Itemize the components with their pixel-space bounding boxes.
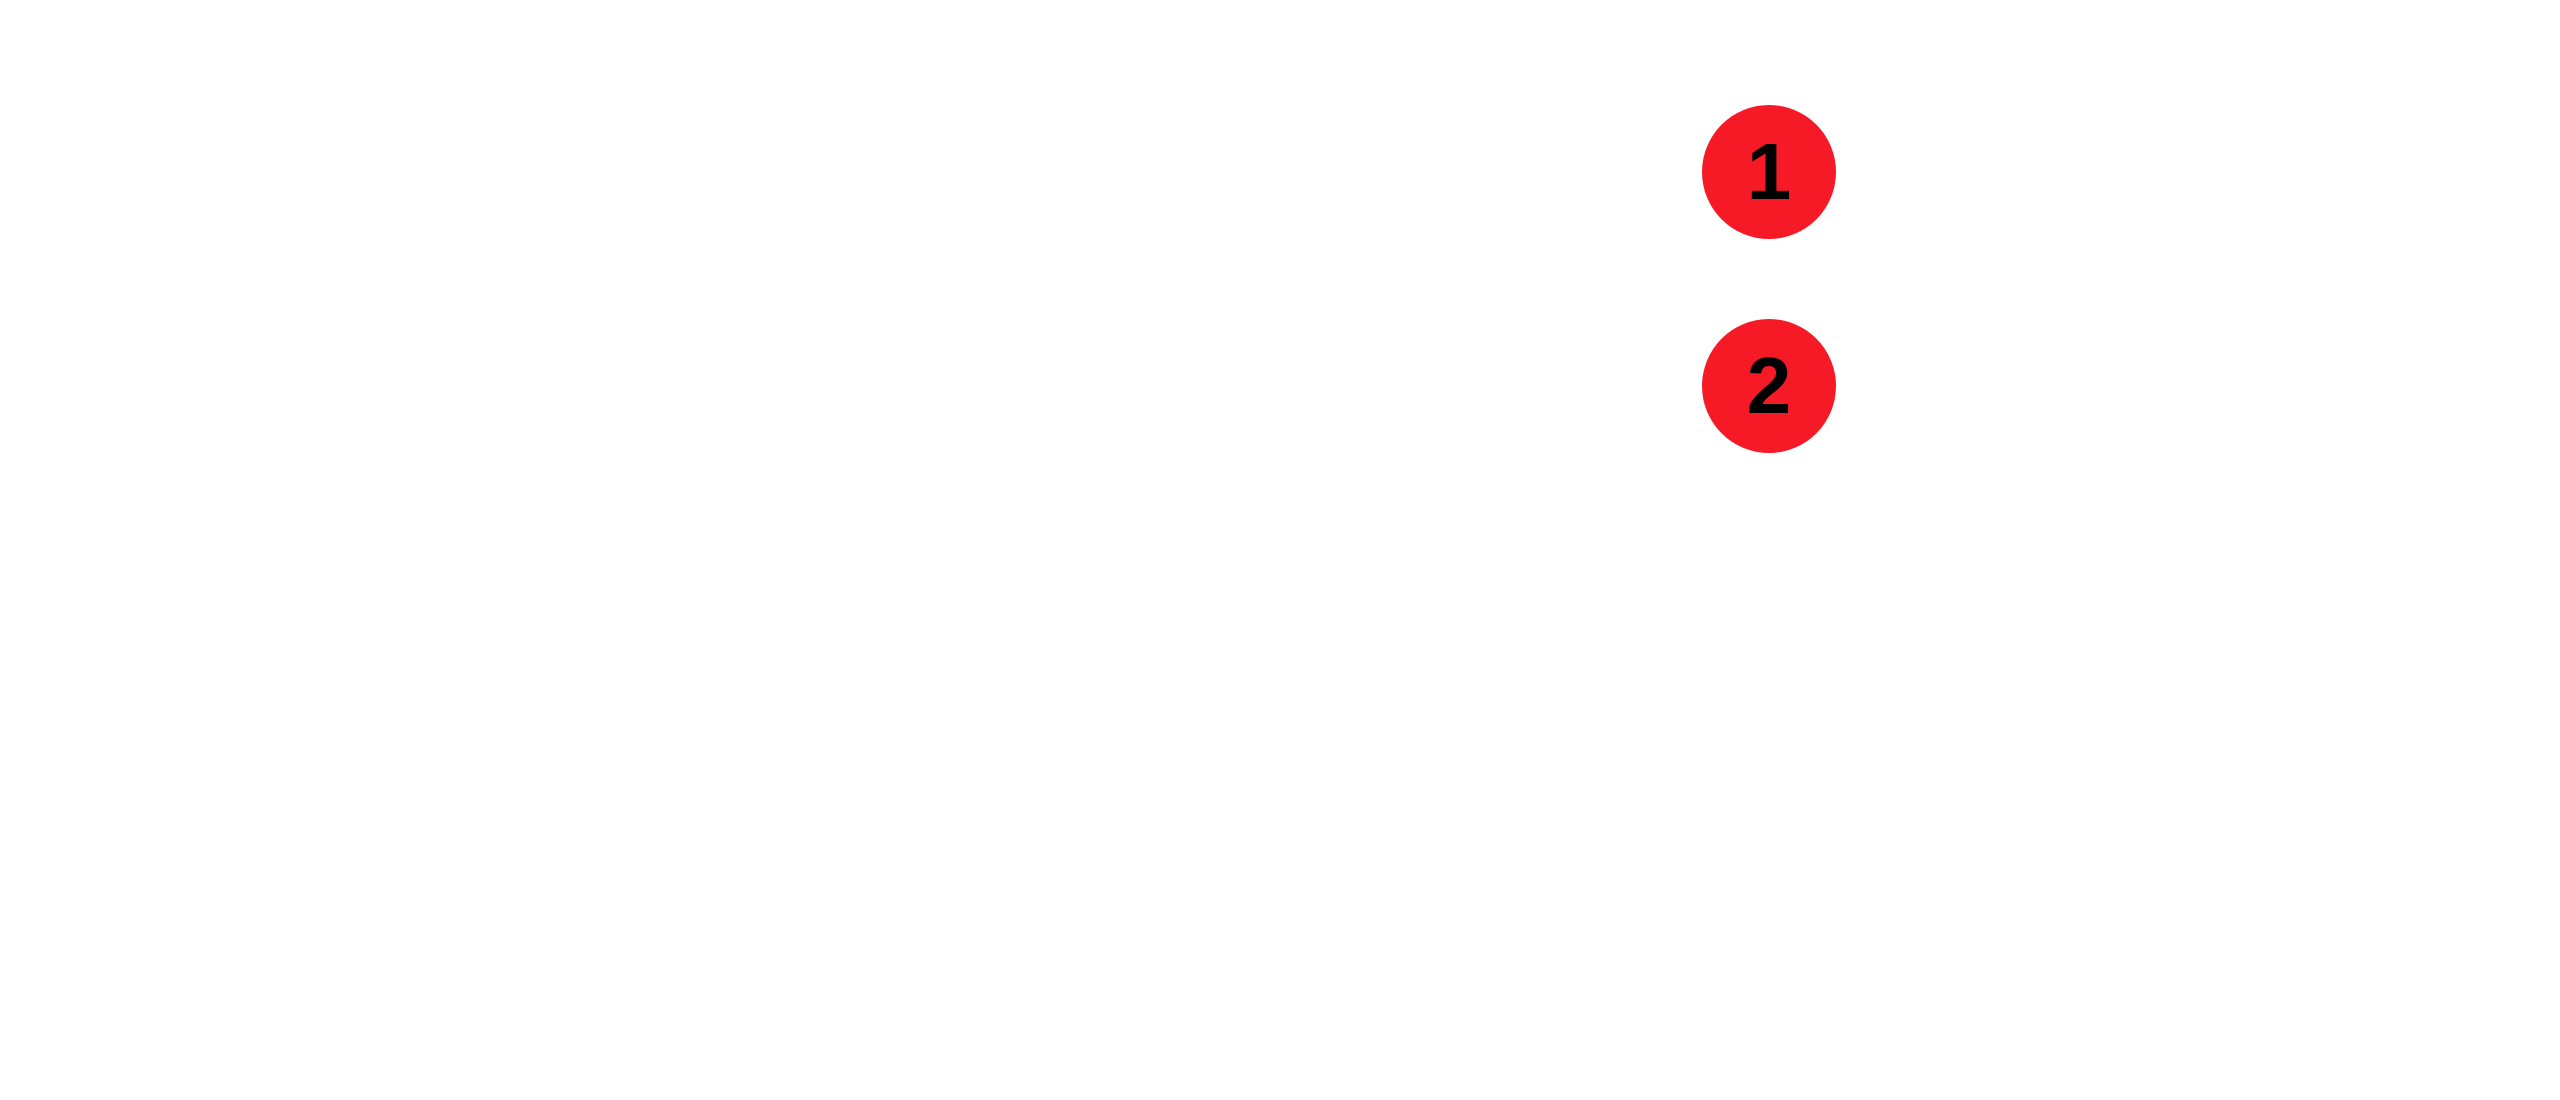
numbered-marker-2[interactable]: 2 [1702,319,1836,453]
numbered-marker-1[interactable]: 1 [1702,105,1836,239]
